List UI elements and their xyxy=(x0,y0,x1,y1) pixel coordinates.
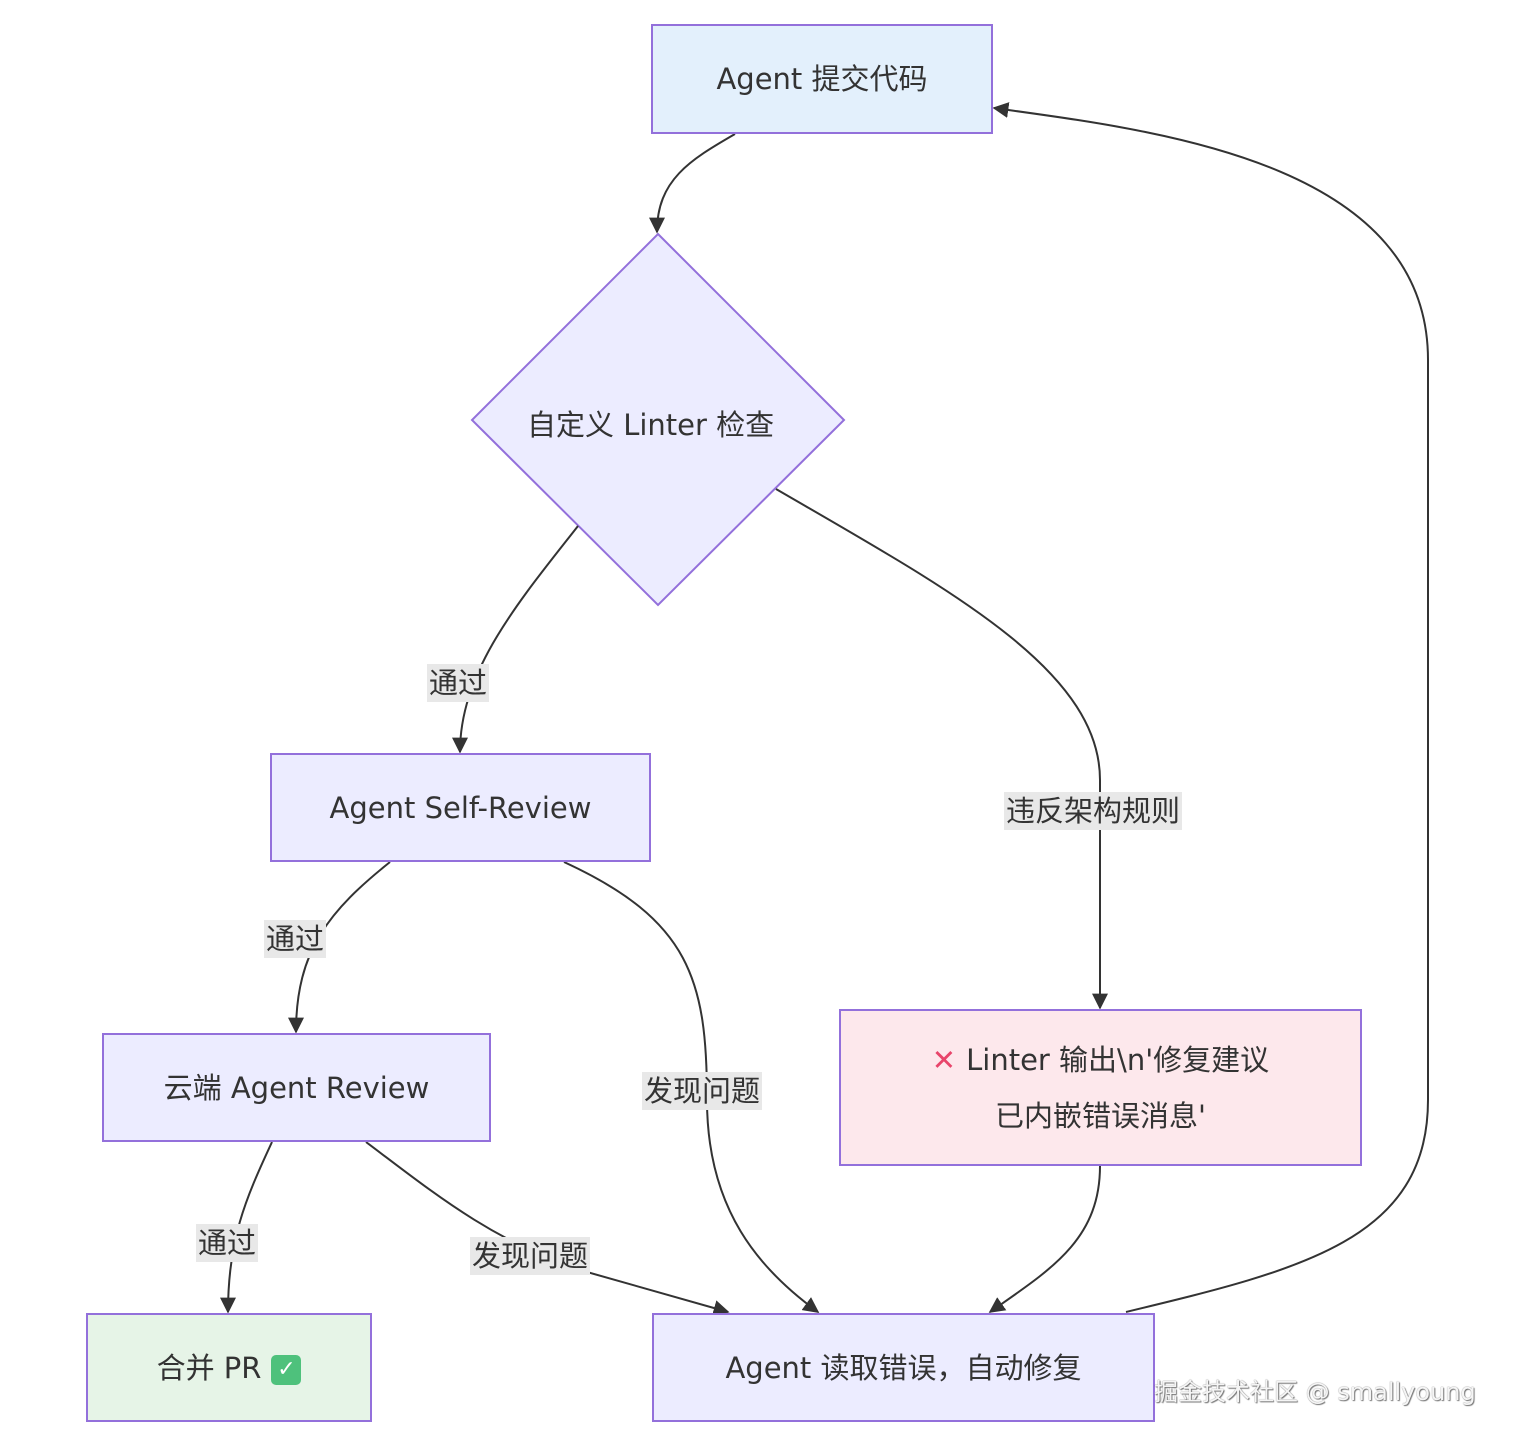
edge-linter-pass xyxy=(452,525,579,754)
node-auto-fix: Agent 读取错误，自动修复 xyxy=(652,1313,1155,1422)
node-label-line1: Linter 输出\n'修复建议 xyxy=(966,1042,1270,1077)
edge-fix-to-submit xyxy=(992,102,1429,1313)
node-label-line2: 已内嵌错误消息' xyxy=(995,1098,1206,1133)
node-agent-submit: Agent 提交代码 xyxy=(651,24,993,134)
edge-label-self-pass: 通过 xyxy=(264,920,327,958)
edge-submit-to-linter xyxy=(649,133,736,234)
node-label: Agent 读取错误，自动修复 xyxy=(725,1350,1082,1385)
cross-mark-icon: ✕ xyxy=(931,1042,957,1077)
node-self-review: Agent Self-Review xyxy=(270,753,651,862)
node-cloud-review: 云端 Agent Review xyxy=(102,1033,491,1142)
edge-label-linter-violation: 违反架构规则 xyxy=(1004,792,1183,830)
edge-label-cloud-pass: 通过 xyxy=(196,1224,259,1262)
edge-linter-output-to-fix xyxy=(988,1165,1101,1313)
node-label: Agent Self-Review xyxy=(329,790,592,825)
node-label: 合并 PR xyxy=(156,1350,262,1385)
node-label: Agent 提交代码 xyxy=(716,62,928,96)
edge-label-linter-pass: 通过 xyxy=(427,664,490,702)
linter-check-diamond xyxy=(470,232,846,607)
node-label: 云端 Agent Review xyxy=(163,1070,430,1105)
check-mark-icon: ✓ xyxy=(271,1354,302,1385)
node-merge-pr: 合并 PR ✓ xyxy=(86,1313,372,1422)
linter-check-label: 自定义 Linter 检查 xyxy=(527,408,775,442)
edge-linter-violation xyxy=(775,488,1108,1010)
edge-label-self-issue: 发现问题 xyxy=(642,1072,763,1110)
node-linter-output: ✕ Linter 输出\n'修复建议 已内嵌错误消息' xyxy=(839,1009,1362,1166)
watermark: 掘金技术社区 @ smallyoung xyxy=(1154,1378,1476,1406)
edge-label-cloud-issue: 发现问题 xyxy=(470,1237,591,1275)
edge-cloud-issue xyxy=(365,1141,730,1316)
edge-cloud-pass xyxy=(220,1141,273,1314)
